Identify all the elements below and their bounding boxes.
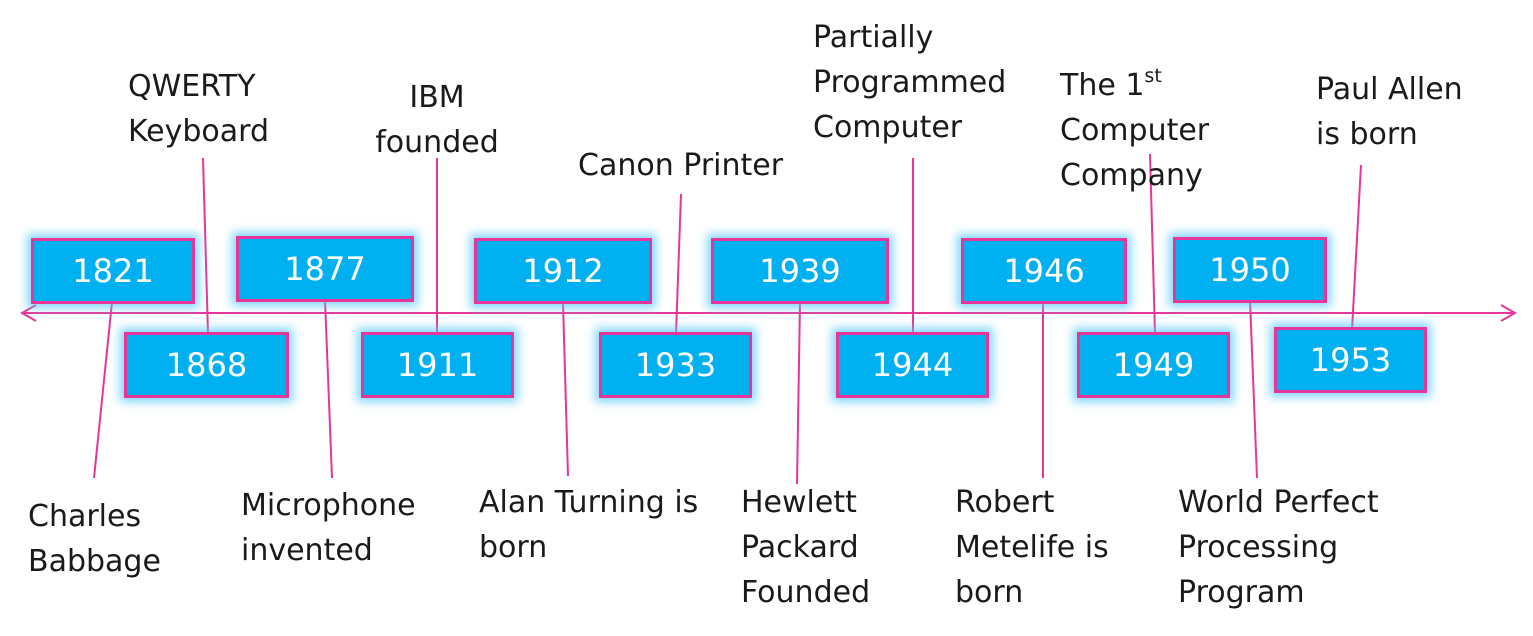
label-1911: IBM founded xyxy=(375,80,499,160)
label-1944: Partially Programmed Computer xyxy=(813,20,1007,145)
year-box-1911: 1911 xyxy=(361,332,514,398)
label-1946: Robert Metelife is born xyxy=(955,485,1109,610)
axis-arrow-left xyxy=(19,304,37,322)
connector-1950 xyxy=(1249,299,1258,479)
axis-arrow-right xyxy=(1500,304,1518,322)
label-1821: Charles Babbage xyxy=(28,499,161,579)
year-box-1877: 1877 xyxy=(236,236,414,302)
year-box-1821: 1821 xyxy=(31,238,195,304)
connector-1868 xyxy=(202,157,209,335)
connector-1953 xyxy=(1351,164,1362,331)
label-1868: QWERTY Keyboard xyxy=(128,69,270,149)
label-1950: World Perfect Processing Program xyxy=(1178,485,1379,610)
label-1877: Microphone invented xyxy=(241,488,416,568)
label-1912: Alan Turning is born xyxy=(479,485,699,565)
connector-1912 xyxy=(562,301,569,477)
connector-1949 xyxy=(1149,153,1156,335)
label-1949-superscript: st xyxy=(1144,65,1162,87)
year-box-1944: 1944 xyxy=(836,332,989,398)
label-1953: Paul Allen is born xyxy=(1316,72,1463,152)
year-box-1912: 1912 xyxy=(474,238,652,304)
connector-1877 xyxy=(324,299,333,479)
year-box-1950: 1950 xyxy=(1173,237,1327,303)
year-box-1939: 1939 xyxy=(711,238,889,304)
label-1949-prefix: The 1 xyxy=(1060,68,1145,103)
timeline-axis xyxy=(19,304,1518,322)
year-box-1953: 1953 xyxy=(1274,327,1427,393)
connector-1933 xyxy=(675,193,682,335)
label-1933: Canon Printer xyxy=(578,148,784,183)
year-box-1933: 1933 xyxy=(599,332,752,398)
year-box-1868: 1868 xyxy=(124,332,289,398)
connector-1939 xyxy=(796,301,801,485)
year-box-1946: 1946 xyxy=(961,238,1127,304)
year-box-1949: 1949 xyxy=(1077,332,1230,398)
label-1939: Hewlett Packard Founded xyxy=(741,485,871,610)
label-1949-rest: Computer Company xyxy=(1060,113,1210,193)
connector-1821 xyxy=(93,301,113,479)
